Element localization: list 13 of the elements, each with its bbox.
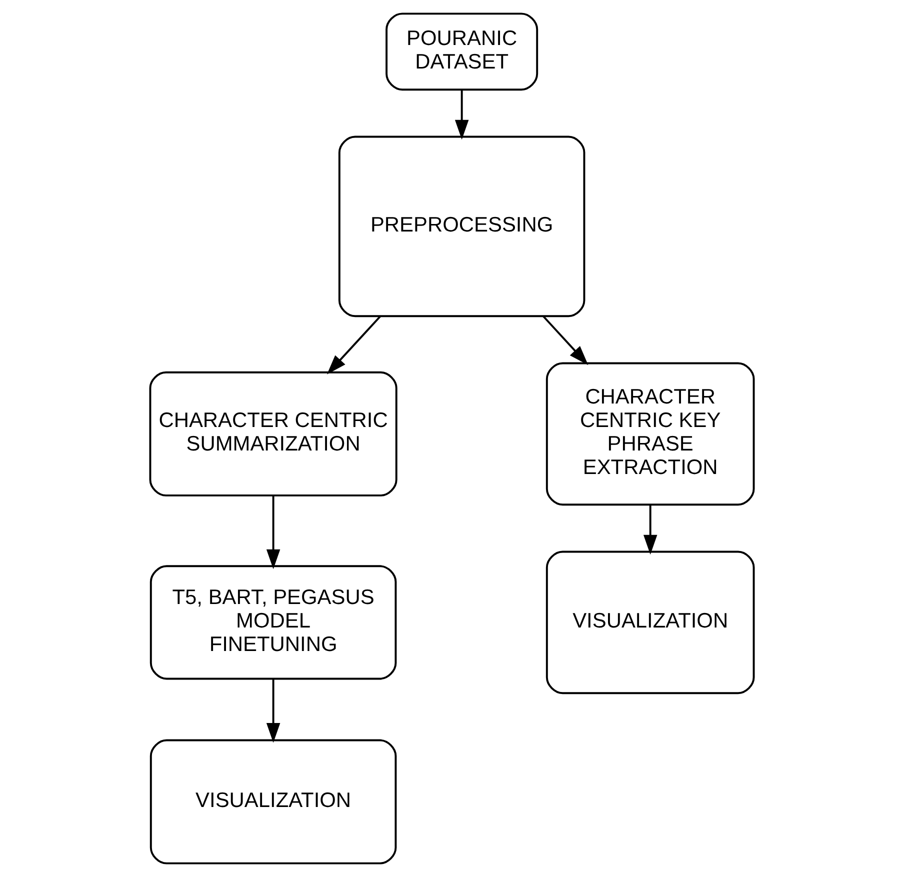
node-box: PREPROCESSING	[338, 136, 586, 318]
node-box: VISUALIZATION	[150, 739, 397, 864]
node-box: VISUALIZATION	[546, 550, 755, 694]
node-box: POURANIC DATASET	[386, 12, 538, 91]
node-box: CHARACTER CENTRIC SUMMARIZATION	[149, 371, 398, 496]
arrow	[326, 316, 381, 374]
arrow	[454, 90, 469, 140]
arrow	[266, 496, 280, 570]
arrow	[266, 679, 280, 743]
node-box: CHARACTER CENTRIC KEY PHRASE EXTRACTION	[546, 362, 755, 506]
node-box: T5, BART, PEGASUS MODEL FINETUNING	[150, 565, 397, 680]
arrow	[643, 504, 658, 555]
arrow	[542, 316, 588, 366]
